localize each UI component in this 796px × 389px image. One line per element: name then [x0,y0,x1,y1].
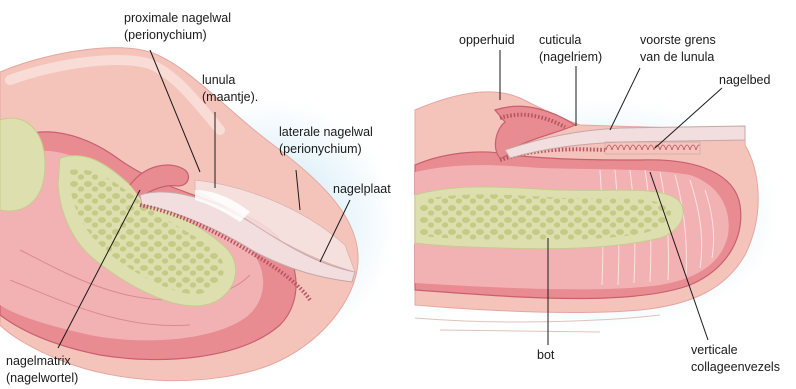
label-collagen-line1: verticale [691,343,738,357]
label-lunula-line2: (maantje). [202,90,258,104]
label-lunula-border-line1: voorste grens [640,33,716,47]
label-matrix-line1: nagelmatrix [6,354,71,368]
label-bone: bot [537,348,555,362]
label-lateral-fold-line1: laterale nagelwal [279,125,373,139]
label-cuticle-line1: cuticula [539,33,581,47]
label-nail-plate: nagelplaat [333,182,391,196]
right-bone-marrow [420,194,671,240]
left-figure-finger [0,48,395,381]
label-cuticle-line2: (nagelriem) [539,50,602,64]
label-epidermis: opperhuid [459,33,515,47]
right-nail-bed-ridges [605,142,700,154]
label-lateral-fold-line2: (perionychium) [279,142,362,156]
label-collagen-line2: collageenvezels [691,360,780,374]
bottom-skin-line-2 [440,330,600,332]
label-lunula-border-line2: van de lunula [640,50,714,64]
label-proximal-fold-line2: (perionychium) [124,28,207,42]
label-matrix-line2: (nagelwortel) [6,371,78,385]
right-figure-section [415,92,780,332]
label-proximal-fold-line1: proximale nagelwal [124,11,231,25]
label-nail-bed: nagelbed [719,73,770,87]
label-lunula-line1: lunula [202,73,235,87]
